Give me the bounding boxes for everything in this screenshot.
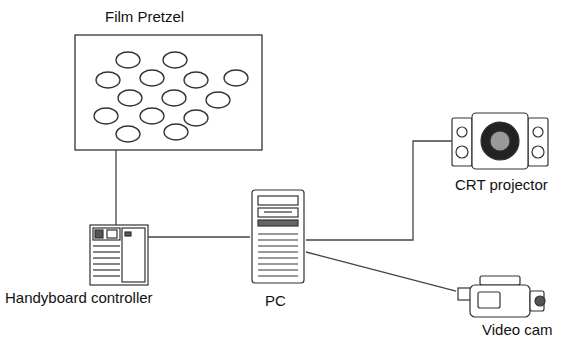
device-label: PC: [265, 293, 286, 309]
cable-path: [148, 236, 250, 237]
film-pretzel-drawing: [75, 35, 262, 150]
device-label: Film Pretzel: [105, 9, 184, 25]
device-label: Video cam: [482, 322, 553, 338]
controller-node: Handyboard controller: [90, 225, 148, 285]
pc-drawing: [252, 190, 304, 283]
cable-line: [306, 252, 456, 291]
pc-node: PC: [250, 188, 306, 285]
video-cam-drawing: [458, 276, 545, 317]
film-pretzel-node: Film Pretzel: [75, 35, 262, 150]
projector-drawing: [452, 113, 548, 169]
video-cam-node: Video cam: [456, 272, 546, 320]
cable-path: [115, 150, 116, 225]
projector-node: CRT projector: [452, 113, 548, 169]
cable-line: [148, 237, 250, 238]
cable-path: [306, 141, 452, 240]
cable-line: [306, 141, 452, 240]
cable-line: [116, 150, 117, 225]
controller-drawing: [90, 225, 148, 285]
device-label: CRT projector: [455, 177, 548, 193]
cable-path: [306, 252, 456, 291]
device-label: Handyboard controller: [5, 290, 153, 306]
